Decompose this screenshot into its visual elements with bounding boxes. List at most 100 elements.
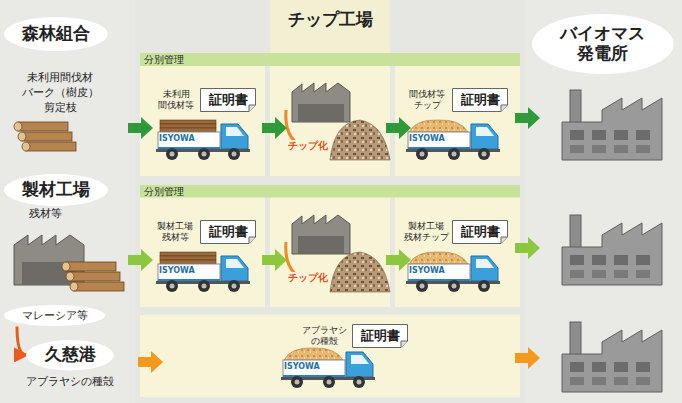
sawmill-building (14, 235, 84, 285)
node-text: 証明書 (209, 93, 248, 108)
plant-window (636, 362, 650, 372)
flow-arrow (138, 351, 163, 373)
ellipse-node: バイオマス 発電所 (531, 13, 675, 75)
log-end (18, 132, 26, 141)
plant-window (636, 145, 650, 153)
ellipse-outline (532, 14, 674, 74)
certificate-box: 証明書 (200, 88, 256, 112)
node-text: 分別管理 (144, 54, 184, 66)
plant-window (570, 255, 584, 265)
label: アブラヤシの種殻 (10, 376, 130, 389)
certificate-outline (353, 325, 408, 348)
node-text: 証明書 (461, 93, 500, 108)
figure-part (351, 355, 369, 364)
flow-arrow (515, 237, 540, 259)
figure-part (202, 284, 207, 289)
figure-part (357, 380, 362, 385)
label: チップ (400, 100, 454, 110)
figure-part (166, 148, 178, 160)
plant-window (592, 130, 606, 140)
certificate-outline (453, 221, 508, 244)
figure-part (353, 376, 365, 388)
figure-part (221, 256, 248, 281)
node-text: 証明書 (209, 225, 248, 240)
plant-window (636, 130, 650, 140)
figure-part (408, 264, 470, 281)
figure-part (409, 252, 468, 264)
figure-part (420, 284, 425, 289)
truck-logo: ISYOWA (284, 362, 324, 371)
truck-logo: ISYOWA (409, 134, 449, 143)
certificate-outline (201, 221, 256, 244)
plant-window (570, 270, 584, 278)
figure-part (198, 148, 210, 160)
certificate-box: 証明書 (352, 324, 408, 348)
node-text: 分別管理 (144, 186, 184, 198)
truck-figure (281, 348, 375, 388)
figure-part (476, 259, 494, 268)
log-end (70, 282, 78, 291)
plant-window (570, 362, 584, 372)
node-text: 証明書 (461, 225, 500, 240)
figure-part (221, 124, 248, 149)
plant-building (562, 330, 662, 392)
certificate-box: 証明書 (200, 220, 256, 244)
figure-part (478, 148, 490, 160)
truck-logo: ISYOWA (159, 266, 199, 275)
flow-arrow (386, 249, 411, 271)
figure-part (408, 147, 470, 149)
figure-part (228, 148, 240, 160)
figure-part (226, 259, 244, 268)
plant-window (614, 362, 628, 372)
factory-door (298, 236, 344, 254)
plant-window (614, 270, 628, 278)
band: 分別管理 (140, 185, 520, 198)
figure-part (158, 132, 220, 149)
figure-part (416, 148, 428, 160)
figure-part (202, 152, 207, 157)
figure-part (283, 360, 345, 377)
plant-window (614, 255, 628, 265)
truck-figure (406, 252, 500, 292)
certificate-outline (453, 89, 508, 112)
figure-part (283, 375, 345, 377)
label: チップ化 (286, 272, 330, 284)
node-text: バイオマス 発電所 (555, 24, 651, 63)
plant-window (636, 255, 650, 265)
figure-part (323, 376, 335, 388)
label: 剪定枝 (5, 102, 115, 115)
figure-part (160, 128, 216, 132)
figure-part (166, 280, 178, 292)
label: 未利用間伐材 (5, 72, 115, 85)
log (26, 142, 76, 151)
figure-part (420, 152, 425, 157)
figure-part (226, 127, 244, 136)
ellipse-node: 久慈港 (25, 339, 115, 371)
label: 間伐材等 (400, 89, 454, 99)
ellipse-outline (4, 174, 108, 206)
plant-window (592, 145, 606, 153)
figure-part (158, 147, 220, 149)
chip-pile (330, 120, 390, 160)
figure-part (160, 120, 216, 124)
truck-logo: ISYOWA (159, 134, 199, 143)
figure-part (160, 252, 216, 256)
label: バーク（樹皮） (5, 87, 115, 100)
figure-part (452, 152, 457, 157)
plant-window (592, 255, 606, 265)
plant-window (614, 377, 628, 385)
flow-arrow (128, 117, 153, 139)
ellipse-outline (4, 305, 105, 326)
figure-part (158, 279, 220, 281)
flow-arrow (515, 347, 540, 369)
truck-figure (406, 120, 500, 160)
factory-building (292, 83, 350, 122)
figure-part (471, 256, 498, 281)
flow-arrow (262, 117, 287, 139)
figure-part (448, 280, 460, 292)
certificate-fold (501, 237, 508, 244)
figure-part (284, 348, 343, 360)
plant-window (570, 377, 584, 385)
chip-pile (330, 252, 390, 292)
figure-part (158, 264, 220, 281)
